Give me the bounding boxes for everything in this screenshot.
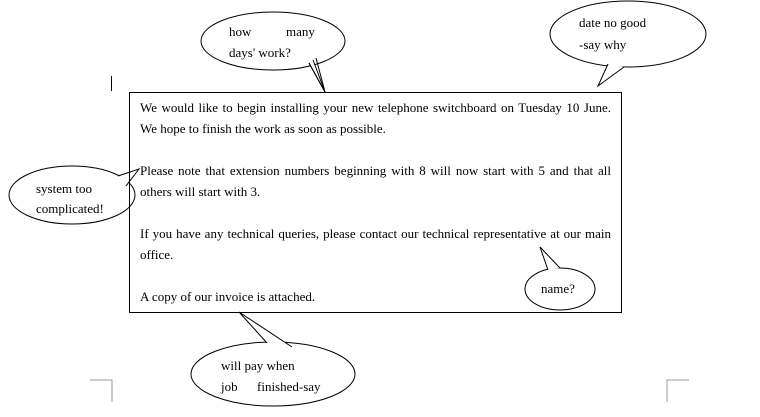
letter-text-box[interactable]: We would like to begin installing your n… [129,92,622,313]
callout-pay-word-finished: finished-say [257,379,321,394]
callout-name-shape [524,246,596,311]
callout-days-word-how: how [229,24,252,39]
callout-date-shape [549,0,707,88]
crop-marks [90,379,689,402]
callout-days-word-many: many [286,24,315,39]
callout-pay-line1: will pay when [221,358,295,373]
callout-date-line2: -say why [579,37,627,52]
callout-pay-shape [190,311,356,407]
callout-system-shape [8,165,141,225]
text-cursor [111,76,112,91]
callout-pay-word-job: job [221,379,238,394]
paragraph-installation: We would like to begin installing your n… [140,100,611,136]
callout-system-line1: system too [36,181,92,196]
callout-date-line1: date no good [579,15,647,30]
callout-name-line1: name? [541,281,575,296]
paragraph-technical-queries: If you have any technical queries, pleas… [140,226,611,262]
callout-days-line2: days' work? [229,45,291,60]
paragraph-invoice: A copy of our invoice is attached. [140,289,316,304]
callout-system-line2: complicated! [36,201,104,216]
callout-days-shape [200,11,346,93]
paragraph-extension-numbers: Please note that extension numbers begin… [140,163,611,199]
